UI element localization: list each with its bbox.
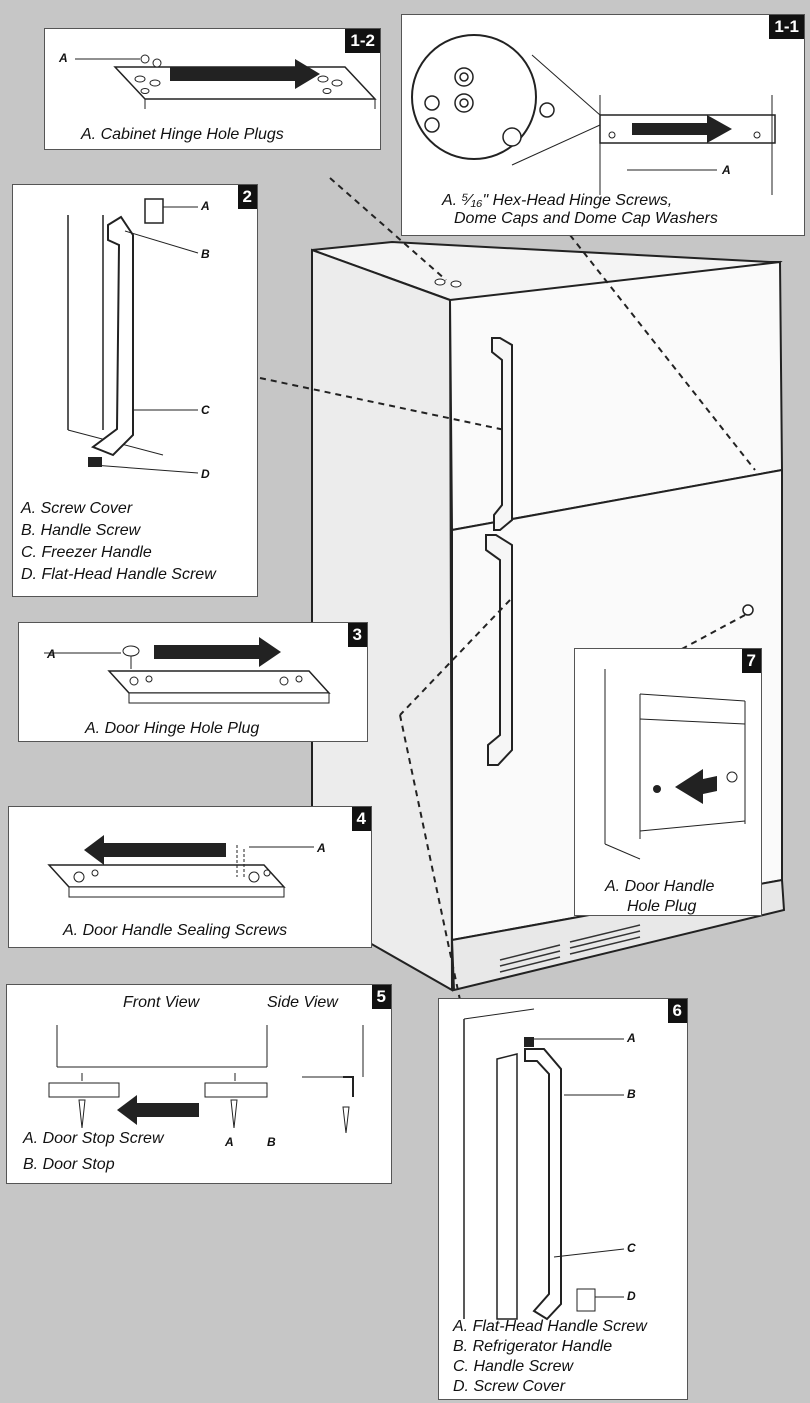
step-badge: 3 xyxy=(347,623,367,647)
cabinet-top-diagram xyxy=(75,54,377,109)
panel-5: 5 Front View Side View A B A. Door Stop … xyxy=(6,984,392,1184)
caption-line-2: B. Door Stop xyxy=(23,1156,115,1173)
step-badge: 1-2 xyxy=(345,29,380,53)
label-a: A xyxy=(627,1031,636,1045)
label-a: A xyxy=(47,647,56,661)
label-b: B xyxy=(627,1087,636,1101)
caption-line-1: A. Door Stop Screw xyxy=(23,1130,164,1147)
caption-line-2: B. Handle Screw xyxy=(21,522,141,539)
label-b: B xyxy=(201,247,210,261)
label-a: A xyxy=(201,199,210,213)
step-badge: 6 xyxy=(667,999,687,1023)
caption-line-2: Hole Plug xyxy=(627,898,697,915)
handle-hole-plug-diagram xyxy=(604,669,746,860)
caption-line-1: A. Flat-Head Handle Screw xyxy=(453,1318,647,1335)
side-view-label: Side View xyxy=(267,994,338,1011)
step-badge: 4 xyxy=(351,807,371,831)
label-b: B xyxy=(267,1135,276,1149)
caption-line-2: B. Refrigerator Handle xyxy=(453,1338,613,1355)
panel-4: 4 A A. Door Handle Sealing Screws xyxy=(8,806,372,948)
label-c: C xyxy=(627,1241,636,1255)
label-d: D xyxy=(627,1289,636,1303)
label-d: D xyxy=(201,467,210,481)
front-view-label: Front View xyxy=(123,994,200,1011)
label-a: A xyxy=(722,163,731,177)
caption: A. Door Hinge Hole Plug xyxy=(85,720,260,737)
panel-3: 3 A A. Door Hinge Hole Plug xyxy=(18,622,368,742)
hinge-screws-diagram xyxy=(411,34,776,195)
panel-6: 6 A B C D A. Flat-Head Handle Screw B. R… xyxy=(438,998,688,1400)
caption-line-1: A. Screw Cover xyxy=(21,500,133,517)
caption: A. Door Handle Sealing Screws xyxy=(63,922,288,939)
caption-line-4: D. Screw Cover xyxy=(453,1378,566,1395)
step-badge: 2 xyxy=(237,185,257,209)
panel-1-1: 1-1 A A. ⁵⁄₁₆" Hex-Head Hinge Screws, Do… xyxy=(401,14,805,236)
step-badge: 1-1 xyxy=(769,15,804,39)
caption-line-1: A. ⁵⁄₁₆" Hex-Head Hinge Screws, xyxy=(442,192,673,209)
label-a: A xyxy=(225,1135,234,1149)
refrigerator-handle-diagram xyxy=(463,1008,625,1321)
caption-line-4: D. Flat-Head Handle Screw xyxy=(21,566,216,583)
panel-1-2: 1-2 A A. Cabinet Hinge Hole Plugs xyxy=(44,28,381,150)
caption-line-1: A. Door Handle xyxy=(605,878,715,895)
panel-7: 7 A. Door Handle Hole Plug xyxy=(574,648,762,916)
caption-line-3: C. Freezer Handle xyxy=(21,544,152,561)
caption: A. Cabinet Hinge Hole Plugs xyxy=(81,126,284,143)
label-c: C xyxy=(201,403,210,417)
label-a: A xyxy=(317,841,326,855)
step-badge: 5 xyxy=(371,985,391,1009)
door-stop-diagram xyxy=(48,1025,364,1134)
caption-line-3: C. Handle Screw xyxy=(453,1358,574,1375)
caption-line-2: Dome Caps and Dome Cap Washers xyxy=(454,210,718,227)
freezer-handle-diagram xyxy=(67,198,199,474)
door-hinge-diagram xyxy=(44,637,331,704)
sealing-screws-diagram xyxy=(47,835,314,898)
step-badge: 7 xyxy=(741,649,761,673)
panel-2: 2 A B C D A. Screw Cover B. Handle Screw… xyxy=(12,184,258,597)
label-a: A xyxy=(59,51,68,65)
